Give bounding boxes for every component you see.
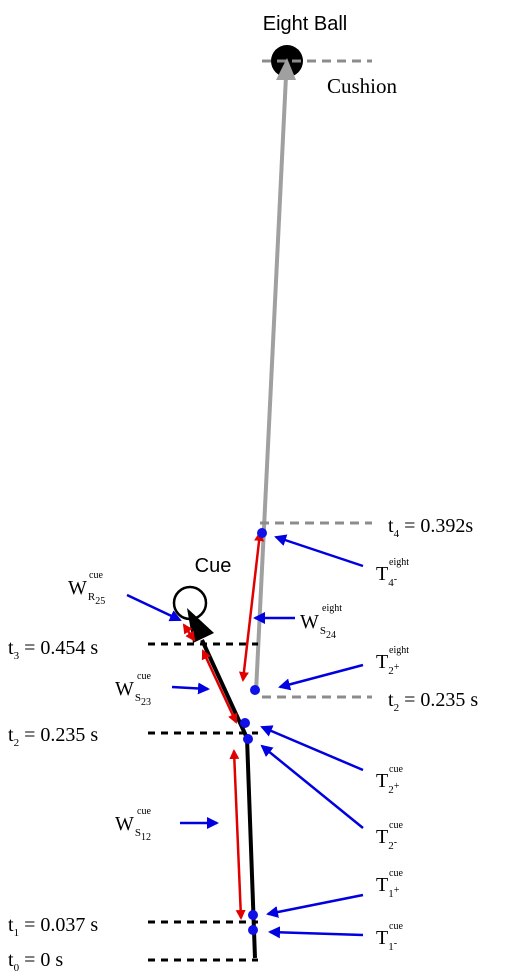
pointer-t2-eight [278, 663, 364, 691]
t2-eight-label: t2 = 0.235 s [388, 689, 478, 714]
transition-ball-t1-cue-minus: cue [389, 921, 403, 932]
eight-ball-path-arrowhead [276, 58, 296, 80]
work-ball-s23: cue [137, 671, 151, 682]
pointer-t2-cue-plus [260, 725, 364, 772]
work-label-r25: WR25 [68, 577, 105, 607]
work-label-s12: WS12 [115, 813, 151, 843]
eight-ball-path [254, 75, 288, 693]
node-t1-cue-minus [248, 925, 258, 935]
transition-label-t1-cue-plus: T1+ [376, 874, 400, 900]
transition-label-t2-cue-minus: T2- [376, 826, 397, 852]
transition-label-t2-cue-plus: T2+ [376, 770, 400, 796]
t4-label: t4 = 0.392s [388, 515, 473, 540]
t2-cue-label: t2 = 0.235 s [8, 724, 98, 749]
transition-ball-t4-eight: eight [389, 557, 409, 568]
transition-ball-t2-cue-minus: cue [389, 820, 403, 831]
node-t1-cue-plus [248, 910, 258, 920]
eight-ball-label: Eight Ball [263, 13, 348, 35]
pointer-t2-cue-minus [260, 744, 364, 829]
transition-label-t4-eight: T4- [376, 563, 397, 589]
work-ball-r25: cue [89, 570, 103, 581]
work-s12-arrow [229, 749, 246, 920]
pointer-t4-eight [274, 534, 364, 568]
cue-label: Cue [195, 555, 232, 577]
cue-ball [172, 585, 208, 621]
transition-ball-t2-eight: eight [389, 645, 409, 656]
node-t2-cue-plus [240, 718, 250, 728]
work-s23-arrow [201, 649, 238, 724]
cushion-label: Cushion [327, 74, 398, 98]
node-t2-eight [250, 685, 260, 695]
work-r25-arrow [182, 623, 196, 642]
work-label-s24: WS24 [300, 611, 336, 641]
t0-label: t0 = 0 s [8, 949, 63, 974]
pointer-work-s23 [171, 682, 210, 695]
t1-label: t1 = 0.037 s [8, 914, 98, 939]
node-t2-cue-minus [243, 734, 253, 744]
work-ball-s12: cue [137, 806, 151, 817]
node-t4-eight [257, 528, 267, 538]
transition-label-t2-eight: T2+ [376, 651, 400, 677]
work-label-s23: WS23 [115, 678, 151, 708]
work-ball-s24: eight [322, 603, 342, 614]
transition-ball-t1-cue-plus: cue [389, 868, 403, 879]
pointer-t1-cue-plus [266, 893, 364, 918]
transition-label-t1-cue-minus: T1- [376, 927, 397, 953]
transition-ball-t2-cue-plus: cue [389, 764, 403, 775]
work-s24-arrow [238, 531, 265, 682]
pointer-work-r25 [126, 593, 182, 622]
pointer-t1-cue-minus [268, 926, 364, 939]
cue-ball-path [200, 639, 257, 959]
t3-label: t3 = 0.454 s [8, 637, 98, 662]
